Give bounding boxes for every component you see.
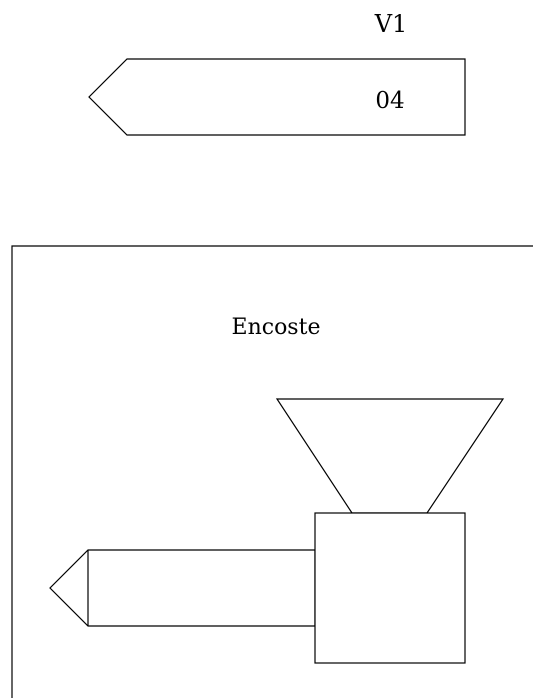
valve-value-label: 04 <box>375 88 404 114</box>
machine-panel-title: Encoste <box>232 315 321 340</box>
valve-tag-group: V1 04 <box>88 10 466 136</box>
arrow-tag-shape <box>88 58 466 136</box>
machine-body-icon <box>314 512 466 664</box>
valve-tag-label: V1 <box>374 10 408 38</box>
machine-panel-frame <box>11 245 533 698</box>
hopper-icon <box>275 398 505 514</box>
barrel-nozzle-icon <box>49 549 316 627</box>
